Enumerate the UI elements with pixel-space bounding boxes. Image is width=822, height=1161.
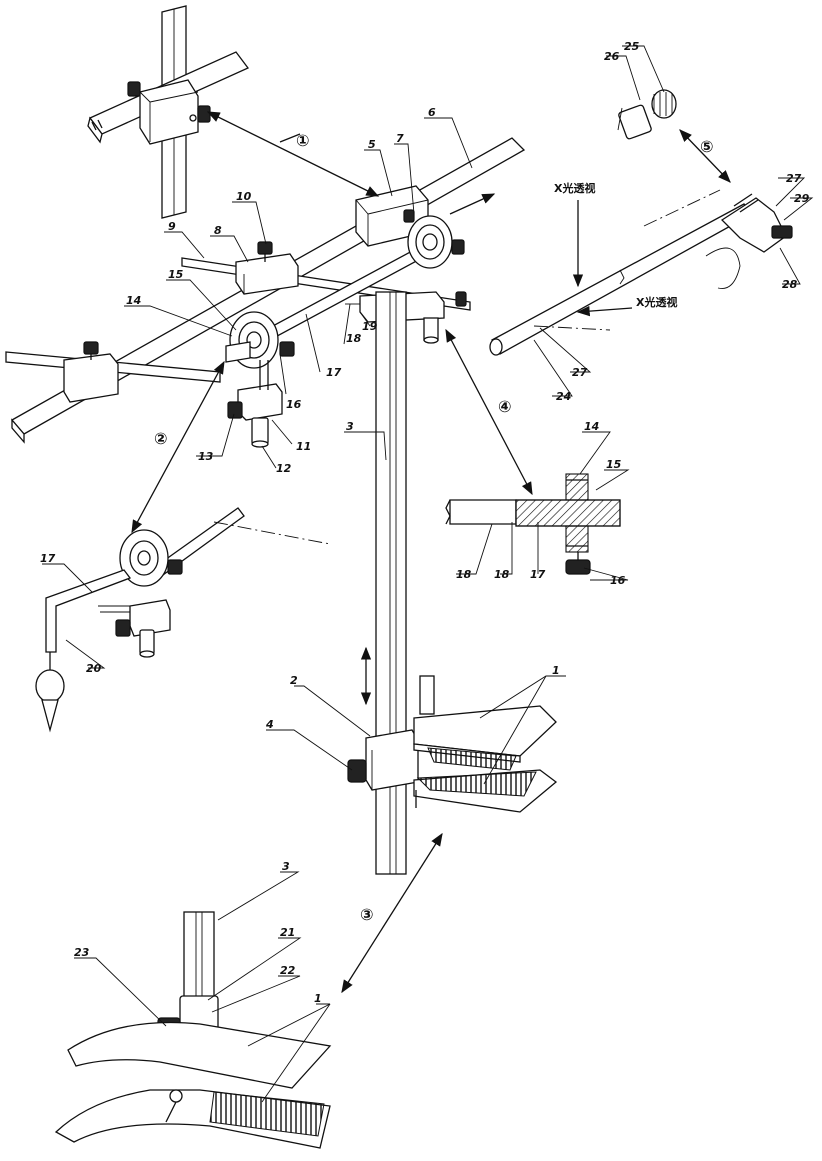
label-11: 11 (296, 440, 311, 453)
label-17c: 17 (40, 552, 56, 565)
detail-1-cross-clamp (88, 6, 248, 218)
detail-4-section (446, 474, 620, 574)
label-12: 12 (276, 462, 292, 475)
label-13: 13 (198, 450, 214, 463)
label-14b: 14 (584, 420, 599, 433)
label-18a: 18 (346, 332, 362, 345)
label-29: 29 (794, 192, 810, 205)
label-27b: 27 (786, 172, 802, 185)
label-25: 25 (624, 40, 640, 53)
label-18c: 18 (494, 568, 510, 581)
label-27a: 27 (572, 366, 588, 379)
label-8: 8 (214, 224, 222, 237)
label-1b: 1 (314, 992, 322, 1005)
label-18b: 18 (456, 568, 472, 581)
circled-3: ③ (360, 905, 374, 924)
label-2: 2 (290, 674, 298, 687)
label-3a: 3 (346, 420, 354, 433)
circled-1: ① (296, 131, 310, 150)
label-26: 26 (604, 50, 620, 63)
circled-5: ⑤ (700, 137, 714, 156)
label-3b: 3 (282, 860, 290, 873)
circled-2: ② (154, 429, 168, 448)
label-16b: 16 (610, 574, 626, 587)
label-9: 9 (168, 220, 176, 233)
label-21: 21 (280, 926, 295, 939)
label-14a: 14 (126, 294, 141, 307)
label-15a: 15 (168, 268, 184, 281)
label-22: 22 (280, 964, 296, 977)
label-20: 20 (86, 662, 102, 675)
xray-label-side: X光透视 (636, 295, 677, 309)
label-16a: 16 (286, 398, 302, 411)
label-28: 28 (782, 278, 798, 291)
label-10: 10 (236, 190, 252, 203)
label-1a: 1 (552, 664, 560, 677)
label-17b: 17 (530, 568, 546, 581)
label-4: 4 (265, 718, 274, 731)
label-24: 24 (556, 390, 571, 403)
label-17a: 17 (326, 366, 342, 379)
label-6: 6 (428, 106, 436, 119)
label-23: 23 (74, 946, 90, 959)
xray-label-top: X光透视 (554, 181, 595, 195)
detail-3-hand-clamp (56, 912, 330, 1148)
detail-2-probe (36, 508, 330, 730)
label-19: 19 (362, 320, 378, 333)
label-5: 5 (368, 138, 376, 151)
instrument-24 (490, 90, 792, 355)
label-15b: 15 (606, 458, 622, 471)
label-7: 7 (396, 132, 404, 145)
circled-4: ④ (498, 397, 512, 416)
